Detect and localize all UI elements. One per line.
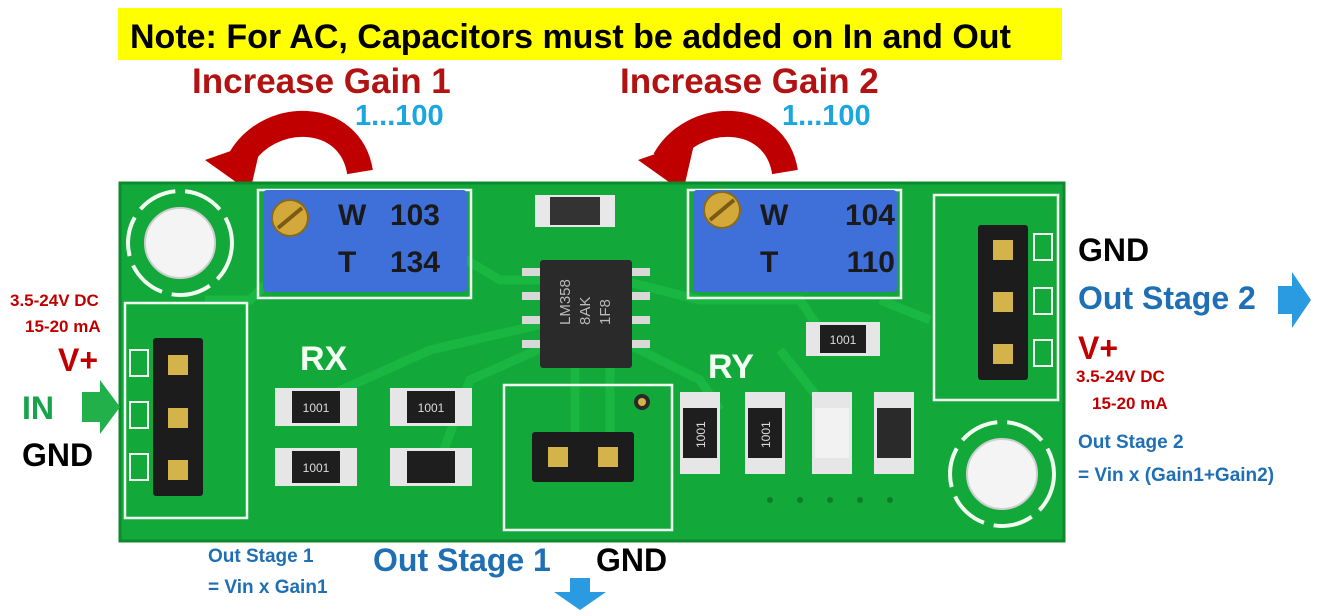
capacitor-top bbox=[535, 195, 615, 227]
resistor-5-code: 1001 bbox=[830, 333, 857, 347]
output-stage2-arrow-icon bbox=[1278, 272, 1311, 328]
resistor-6-code: 1001 bbox=[694, 421, 708, 448]
right-supply-current: 15-20 mA bbox=[1092, 394, 1168, 413]
note-banner: Note: For AC, Capacitors must be added o… bbox=[118, 8, 1062, 60]
right-vplus-label: V+ bbox=[1078, 330, 1119, 366]
pot1-marking-bottom: 134 bbox=[390, 246, 440, 279]
gain1-range: 1...100 bbox=[355, 100, 444, 132]
svg-text:W: W bbox=[760, 199, 789, 232]
input-arrow-icon bbox=[82, 380, 120, 434]
resistor-1-code: 1001 bbox=[303, 401, 330, 415]
chip-marking-1: LM358 bbox=[557, 279, 574, 325]
resistor-8 bbox=[812, 392, 852, 474]
out-stage2-formula-title: Out Stage 2 bbox=[1078, 432, 1184, 453]
resistor-3: 1001 bbox=[275, 448, 357, 486]
bottom-gnd-label: GND bbox=[596, 542, 668, 578]
gain2-range: 1...100 bbox=[782, 100, 871, 132]
resistor-3-code: 1001 bbox=[303, 461, 330, 475]
rotate-arrow-2-icon bbox=[638, 110, 798, 192]
out-stage1-formula: = Vin x Gain1 bbox=[208, 577, 328, 598]
output-stage1-arrow-icon bbox=[554, 578, 606, 610]
left-in-label: IN bbox=[22, 390, 54, 426]
gain1-label: Increase Gain 1 bbox=[192, 62, 451, 101]
chip-marking-2: 8AK bbox=[577, 297, 594, 325]
mounting-hole-right bbox=[948, 420, 1056, 528]
out-stage1-formula-title: Out Stage 1 bbox=[208, 546, 314, 567]
gain2-label: Increase Gain 2 bbox=[620, 62, 879, 101]
ic-chip-lm358: LM358 8AK 1F8 bbox=[522, 260, 650, 368]
ry-silk-label: RY bbox=[708, 348, 754, 386]
header-bottom bbox=[532, 432, 634, 482]
resistor-7-code: 1001 bbox=[759, 421, 773, 448]
resistor-4 bbox=[390, 448, 472, 486]
header-left bbox=[129, 338, 203, 496]
left-vplus-label: V+ bbox=[58, 342, 99, 378]
pot2-marking-top: 104 bbox=[845, 199, 895, 232]
chip-marking-3: 1F8 bbox=[597, 299, 614, 325]
pot2-marking-bottom: 110 bbox=[847, 246, 895, 279]
right-supply-voltage: 3.5-24V DC bbox=[1076, 367, 1165, 386]
resistor-7: 1001 bbox=[745, 392, 785, 474]
rotate-arrow-1-icon bbox=[205, 110, 373, 192]
note-text: Note: For AC, Capacitors must be added o… bbox=[130, 18, 1011, 56]
pot1-marking-top: 103 bbox=[390, 199, 440, 232]
left-supply-voltage: 3.5-24V DC bbox=[10, 291, 99, 310]
resistor-2-code: 1001 bbox=[418, 401, 445, 415]
svg-text:T: T bbox=[760, 246, 778, 279]
potentiometer-1: 103 134 W T bbox=[263, 190, 467, 292]
resistor-6: 1001 bbox=[680, 392, 720, 474]
resistor-5: 1001 bbox=[806, 322, 880, 356]
resistor-2: 1001 bbox=[390, 388, 472, 426]
header-right bbox=[978, 225, 1053, 380]
mounting-hole-left bbox=[126, 189, 234, 297]
rx-silk-label: RX bbox=[300, 340, 348, 378]
right-gnd-label: GND bbox=[1078, 232, 1150, 268]
potentiometer-2: 104 110 W T bbox=[693, 190, 897, 292]
svg-text:W: W bbox=[338, 199, 367, 232]
resistor-1: 1001 bbox=[275, 388, 357, 426]
left-supply-current: 15-20 mA bbox=[25, 317, 101, 336]
left-gnd-label: GND bbox=[22, 437, 94, 473]
svg-text:T: T bbox=[338, 246, 356, 279]
out-stage2-formula: = Vin x (Gain1+Gain2) bbox=[1078, 465, 1275, 486]
out-stage2-label: Out Stage 2 bbox=[1078, 280, 1256, 316]
out-stage1-label: Out Stage 1 bbox=[373, 542, 551, 578]
resistor-9 bbox=[874, 392, 914, 474]
